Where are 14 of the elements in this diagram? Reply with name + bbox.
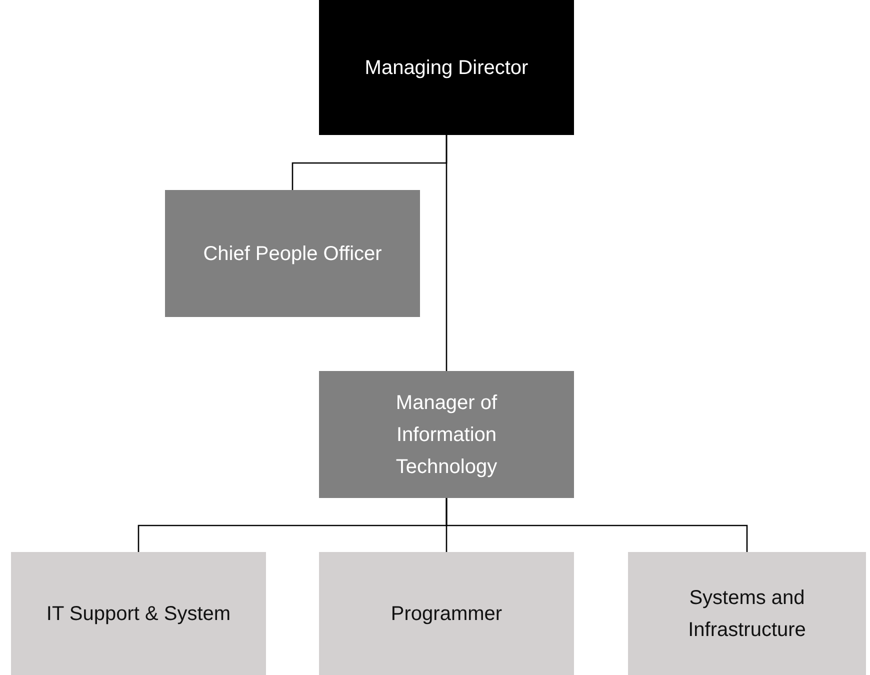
role-box: [319, 0, 574, 135]
role-box: [628, 552, 866, 675]
connector-line: [446, 135, 448, 371]
role-title: Chief People Officer: [203, 242, 382, 266]
role-title: Managing Director: [364, 56, 528, 80]
role-title: Programmer: [390, 602, 502, 626]
role-box: [319, 552, 574, 675]
role-box: [11, 552, 266, 675]
role-title: Manager of Information Technology: [394, 390, 498, 480]
role-box: [165, 190, 420, 317]
role-box: [319, 371, 574, 498]
role-title: Systems and Infrastructure: [687, 586, 807, 642]
connector-line: [446, 498, 748, 552]
role-title: IT Support & System: [46, 602, 231, 626]
